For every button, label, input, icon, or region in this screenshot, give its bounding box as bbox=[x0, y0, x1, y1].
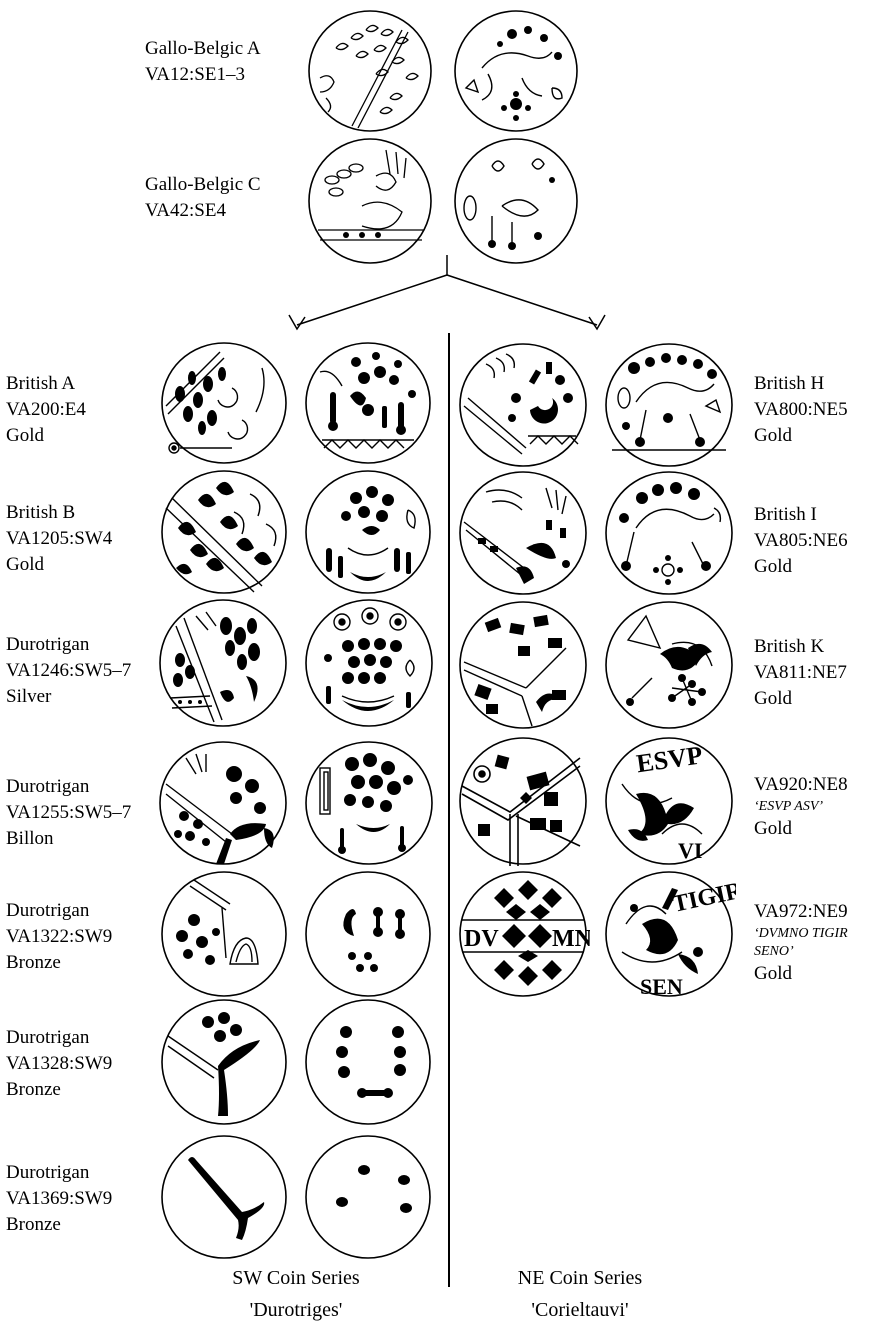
coin-reference: VA200:E4 bbox=[6, 397, 86, 423]
coin-durotrigan-silver-obverse bbox=[156, 596, 290, 730]
coin-british-b-reverse bbox=[302, 468, 434, 596]
coin-durotrigan-bronze-1369-reverse bbox=[302, 1132, 434, 1262]
coin-durotrigan-billon-obverse bbox=[156, 738, 290, 868]
coin-british-h-reverse bbox=[602, 340, 736, 470]
coin-british-a-reverse bbox=[302, 340, 434, 466]
coin-reference: VA805:NE6 bbox=[754, 528, 848, 554]
coin-label-british-k: British K VA811:NE7 Gold bbox=[754, 634, 847, 712]
coin-durotrigan-silver-reverse bbox=[302, 596, 436, 730]
sw-series-caption: SW Coin Series 'Durotriges' bbox=[186, 1262, 406, 1326]
coin-reference: VA42:SE4 bbox=[145, 198, 261, 224]
coin-label-durotrigan-silver: Durotrigan VA1246:SW5–7 Silver bbox=[6, 632, 131, 710]
branch-line-sw bbox=[297, 275, 447, 325]
coin-durotrigan-bronze-1322-obverse bbox=[158, 868, 290, 1000]
series-people: 'Corieltauvi' bbox=[470, 1294, 690, 1326]
coin-label-va972: VA972:NE9 ‘DVMNO TIGIR SENO’ Gold bbox=[754, 899, 848, 987]
coin-metal: Gold bbox=[754, 423, 848, 449]
branch-line-ne bbox=[447, 275, 597, 325]
coin-reference: VA972:NE9 bbox=[754, 899, 848, 925]
coin-metal: Bronze bbox=[6, 1212, 112, 1238]
coin-reference: VA1369:SW9 bbox=[6, 1186, 112, 1212]
coin-british-i-reverse bbox=[602, 468, 736, 598]
coin-gallo-belgic-c-reverse bbox=[452, 136, 580, 266]
coin-legend: SEN bbox=[640, 974, 683, 999]
coin-label-british-h: British H VA800:NE5 Gold bbox=[754, 371, 848, 449]
coin-type-name: Gallo-Belgic A bbox=[145, 36, 261, 62]
coin-legend: MN bbox=[552, 926, 590, 952]
coin-inscription: ‘DVMNO TIGIR bbox=[754, 925, 848, 943]
coin-reference: VA1322:SW9 bbox=[6, 924, 112, 950]
coin-reference: VA1328:SW9 bbox=[6, 1051, 112, 1077]
coin-label-durotrigan-bronze-1328: Durotrigan VA1328:SW9 Bronze bbox=[6, 1025, 112, 1103]
coin-british-k-obverse bbox=[456, 598, 590, 732]
coin-label-british-b: British B VA1205:SW4 Gold bbox=[6, 500, 112, 578]
coin-reference: VA800:NE5 bbox=[754, 397, 848, 423]
coin-british-b-obverse bbox=[158, 468, 290, 596]
coin-metal: Gold bbox=[6, 423, 86, 449]
coin-metal: Silver bbox=[6, 684, 131, 710]
coin-metal: Gold bbox=[6, 552, 112, 578]
coin-inscription: ‘ESVP ASV’ bbox=[754, 798, 848, 816]
coin-label-british-a: British A VA200:E4 Gold bbox=[6, 371, 86, 449]
coin-british-a-obverse bbox=[158, 340, 290, 466]
coin-label-durotrigan-bronze-1322: Durotrigan VA1322:SW9 Bronze bbox=[6, 898, 112, 976]
coin-type-name: Durotrigan bbox=[6, 632, 131, 658]
coin-reference: VA1205:SW4 bbox=[6, 526, 112, 552]
arrowhead-ne bbox=[589, 315, 605, 329]
coin-durotrigan-bronze-1328-obverse bbox=[158, 996, 290, 1128]
series-title: SW Coin Series bbox=[186, 1262, 406, 1294]
coin-label-durotrigan-bronze-1369: Durotrigan VA1369:SW9 Bronze bbox=[6, 1160, 112, 1238]
coin-type-name: British A bbox=[6, 371, 86, 397]
coin-type-name: British H bbox=[754, 371, 848, 397]
coin-type-name: British K bbox=[754, 634, 847, 660]
coin-type-name: British B bbox=[6, 500, 112, 526]
coin-reference: VA920:NE8 bbox=[754, 772, 848, 798]
coin-type-name: Durotrigan bbox=[6, 1025, 112, 1051]
coin-va920-reverse: ESVP VI bbox=[602, 734, 736, 868]
coin-metal: Bronze bbox=[6, 950, 112, 976]
coin-inscription: SENO’ bbox=[754, 943, 848, 961]
coin-metal: Gold bbox=[754, 816, 848, 842]
coin-label-british-i: British I VA805:NE6 Gold bbox=[754, 502, 848, 580]
coin-gallo-belgic-a-reverse bbox=[452, 8, 580, 134]
coin-durotrigan-bronze-1369-obverse bbox=[158, 1132, 290, 1262]
coin-british-k-reverse bbox=[602, 598, 736, 732]
coin-va972-reverse: TIGIR SEN bbox=[602, 868, 736, 1000]
coin-gallo-belgic-a-obverse bbox=[306, 8, 434, 134]
coin-metal: Gold bbox=[754, 554, 848, 580]
coin-label-durotrigan-billon: Durotrigan VA1255:SW5–7 Billon bbox=[6, 774, 131, 852]
coin-type-name: Durotrigan bbox=[6, 774, 131, 800]
series-people: 'Durotriges' bbox=[186, 1294, 406, 1326]
coin-durotrigan-billon-reverse bbox=[302, 738, 436, 868]
coin-metal: Bronze bbox=[6, 1077, 112, 1103]
arrowhead-sw bbox=[289, 315, 305, 329]
ne-series-caption: NE Coin Series 'Corieltauvi' bbox=[470, 1262, 690, 1326]
coin-metal: Gold bbox=[754, 961, 848, 987]
coin-reference: VA1246:SW5–7 bbox=[6, 658, 131, 684]
coin-legend: DV bbox=[464, 926, 499, 952]
coin-type-name: Durotrigan bbox=[6, 1160, 112, 1186]
coin-british-h-obverse bbox=[456, 340, 590, 470]
coin-legend: VI bbox=[678, 838, 702, 863]
coin-type-name: British I bbox=[754, 502, 848, 528]
coin-va972-obverse: DV MN bbox=[456, 868, 590, 1000]
coin-type-name: Gallo-Belgic C bbox=[145, 172, 261, 198]
coin-label-gallo-belgic-c: Gallo-Belgic C VA42:SE4 bbox=[145, 172, 261, 224]
coin-va920-obverse bbox=[456, 734, 590, 868]
coin-gallo-belgic-c-obverse bbox=[306, 136, 434, 266]
coin-durotrigan-bronze-1322-reverse bbox=[302, 868, 434, 1000]
coin-british-i-obverse bbox=[456, 468, 590, 598]
coin-reference: VA12:SE1–3 bbox=[145, 62, 261, 88]
series-title: NE Coin Series bbox=[470, 1262, 690, 1294]
coin-label-va920: VA920:NE8 ‘ESVP ASV’ Gold bbox=[754, 772, 848, 842]
coin-reference: VA811:NE7 bbox=[754, 660, 847, 686]
coin-label-gallo-belgic-a: Gallo-Belgic A VA12:SE1–3 bbox=[145, 36, 261, 88]
coin-durotrigan-bronze-1328-reverse bbox=[302, 996, 434, 1128]
coin-reference: VA1255:SW5–7 bbox=[6, 800, 131, 826]
coin-metal: Gold bbox=[754, 686, 847, 712]
coin-type-name: Durotrigan bbox=[6, 898, 112, 924]
coin-metal: Billon bbox=[6, 826, 131, 852]
